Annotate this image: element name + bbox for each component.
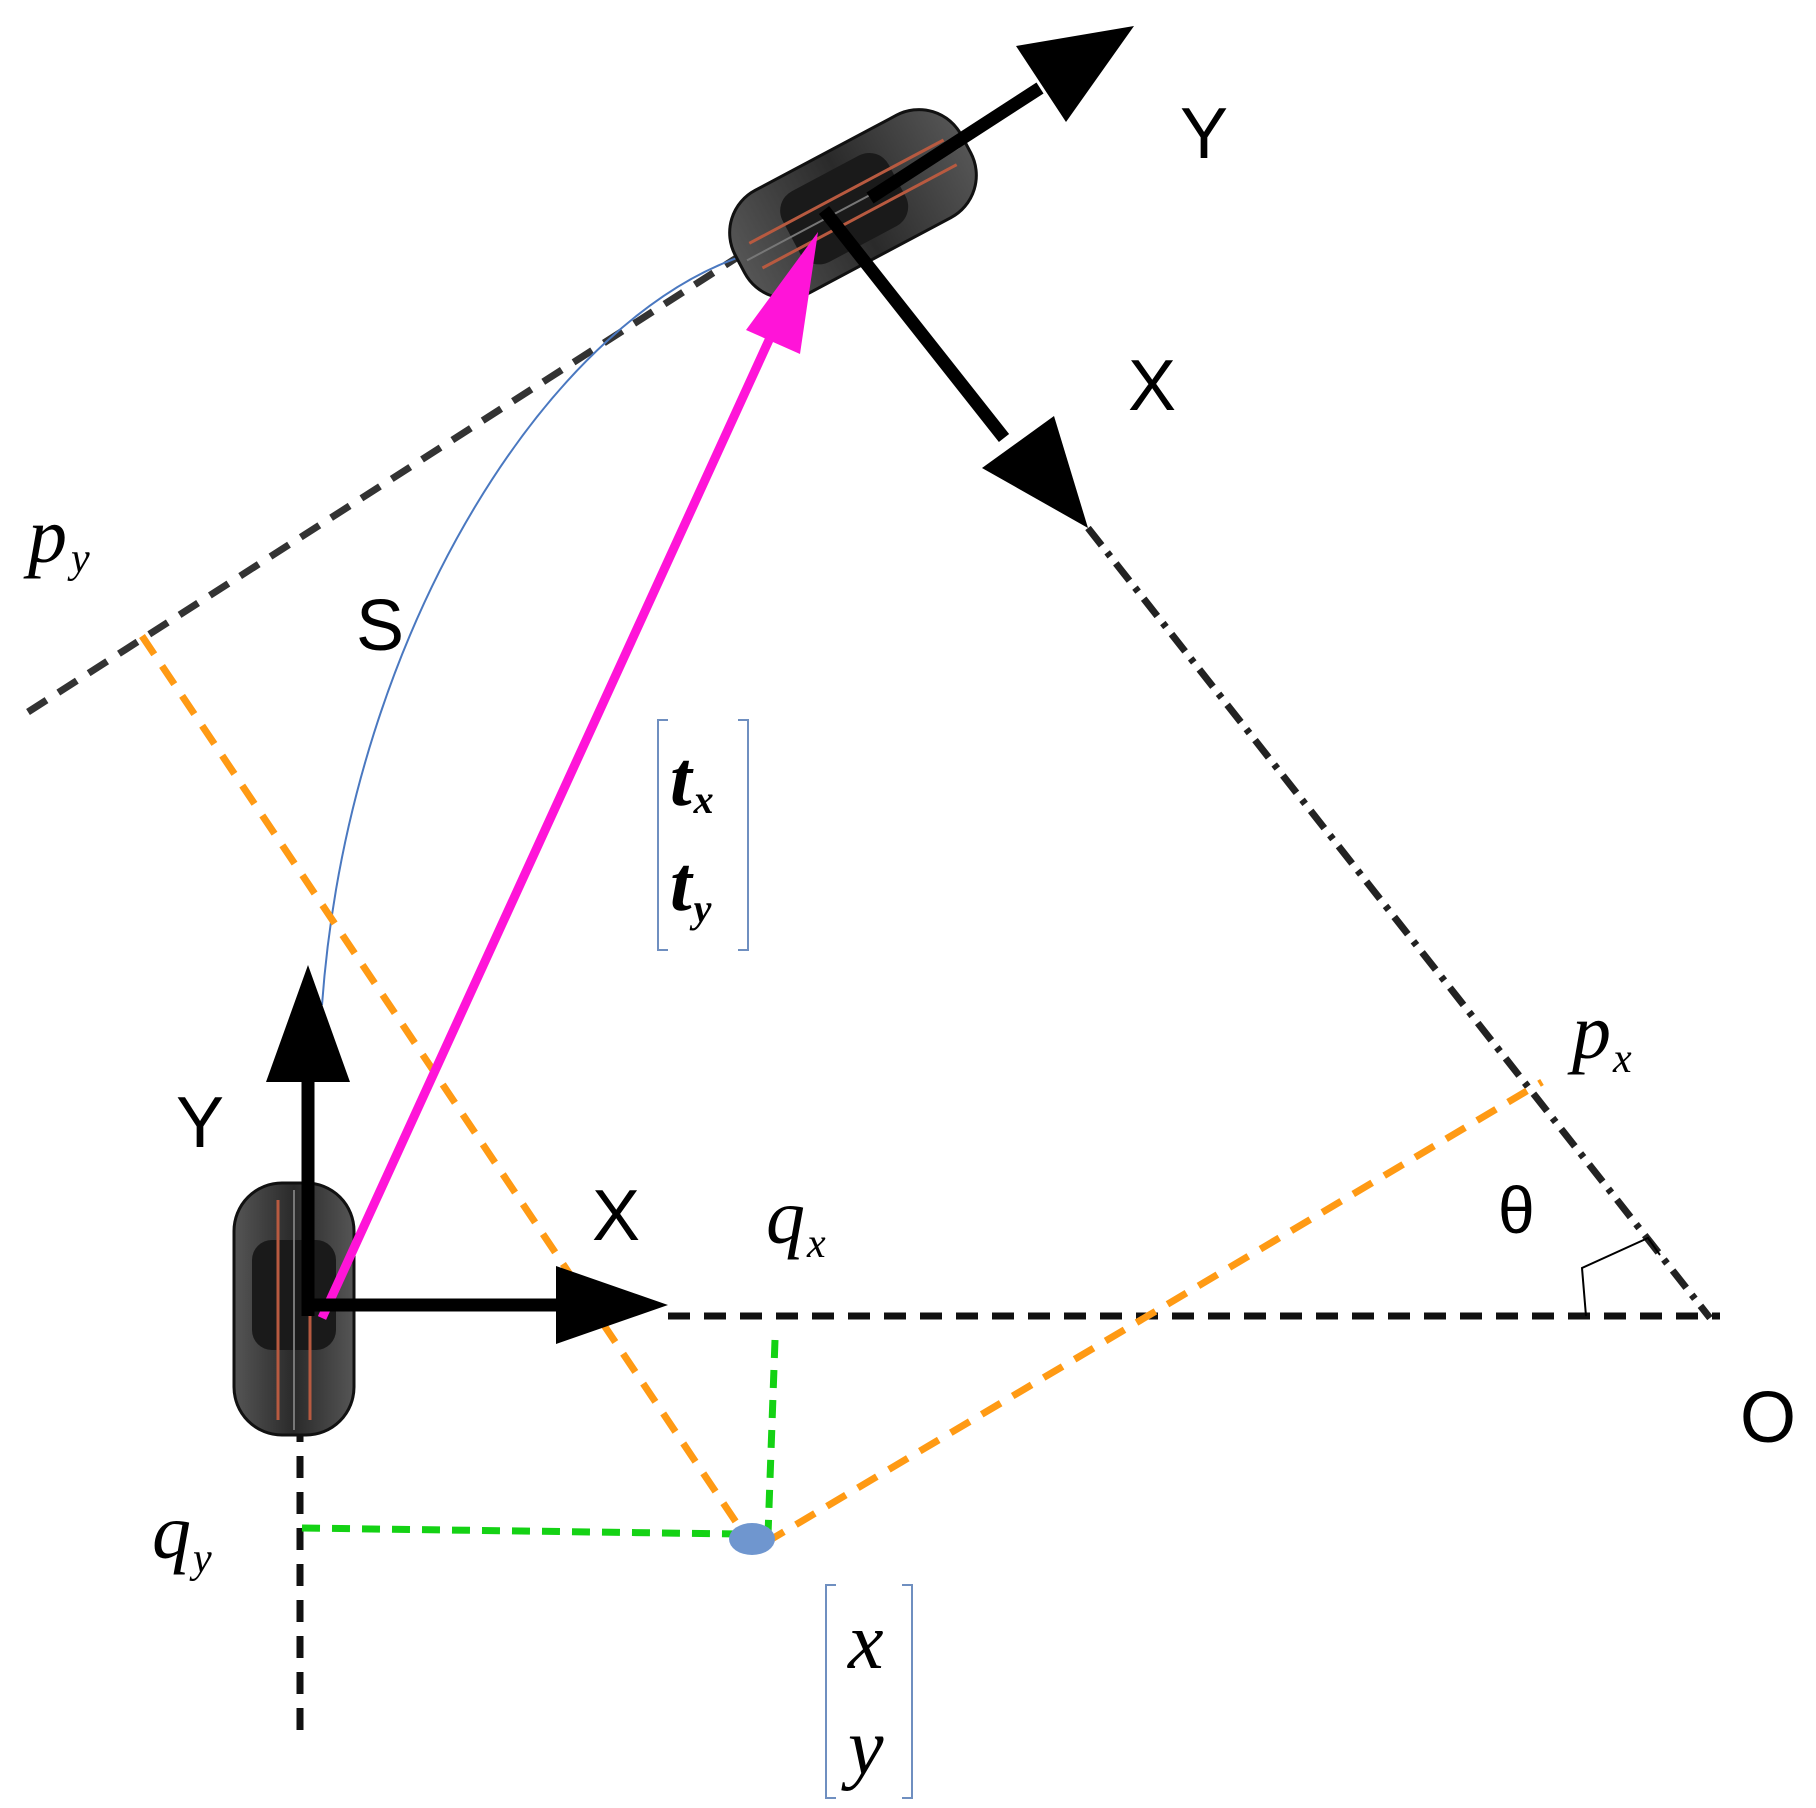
label-q-y: qy [152, 1488, 212, 1582]
top-car-x-dashdot-axis [1085, 525, 1713, 1321]
top-car-y-axis [866, 82, 1044, 204]
label-y-top: Y [1180, 94, 1228, 174]
label-t-x: tx [670, 735, 714, 822]
top-car-x-arrowhead [982, 416, 1088, 528]
label-p-y: py [23, 492, 90, 582]
label-p-x: px [1567, 988, 1632, 1082]
label-x-bottom: X [592, 1176, 640, 1256]
car-top-icon [728, 108, 978, 300]
label-t-y: ty [670, 840, 712, 931]
point-vector-bracket-right [902, 1584, 913, 1799]
point-vector-bracket-left [825, 1584, 836, 1799]
bottom-car-x-arrowhead [556, 1266, 668, 1344]
label-origin: O [1740, 1378, 1796, 1458]
arc-path-s [321, 252, 753, 1006]
green-projection-qx [764, 1339, 779, 1536]
translation-vector [317, 338, 774, 1320]
point-marker-icon [729, 1523, 775, 1555]
label-q-x: qx [766, 1173, 826, 1267]
label-point-y: y [841, 1704, 884, 1792]
label-point-x: x [847, 1598, 884, 1686]
label-y-bottom: Y [176, 1083, 224, 1163]
green-projection-qy [301, 1524, 739, 1538]
bottom-car-y-arrowhead [266, 965, 350, 1082]
label-theta: θ [1498, 1173, 1535, 1247]
top-car-y-arrowhead [1016, 26, 1134, 122]
orange-projection-py [139, 634, 751, 1542]
t-vector-bracket-right [738, 719, 749, 951]
orange-projection-px [763, 1078, 1544, 1547]
theta-angle-marker [1580, 1236, 1661, 1317]
translation-vector-arrowhead [746, 232, 818, 354]
label-x-top: X [1128, 346, 1176, 426]
label-arc-s: S [356, 586, 404, 666]
t-vector-bracket-left [657, 719, 668, 951]
top-car-x-axis [818, 205, 1010, 443]
